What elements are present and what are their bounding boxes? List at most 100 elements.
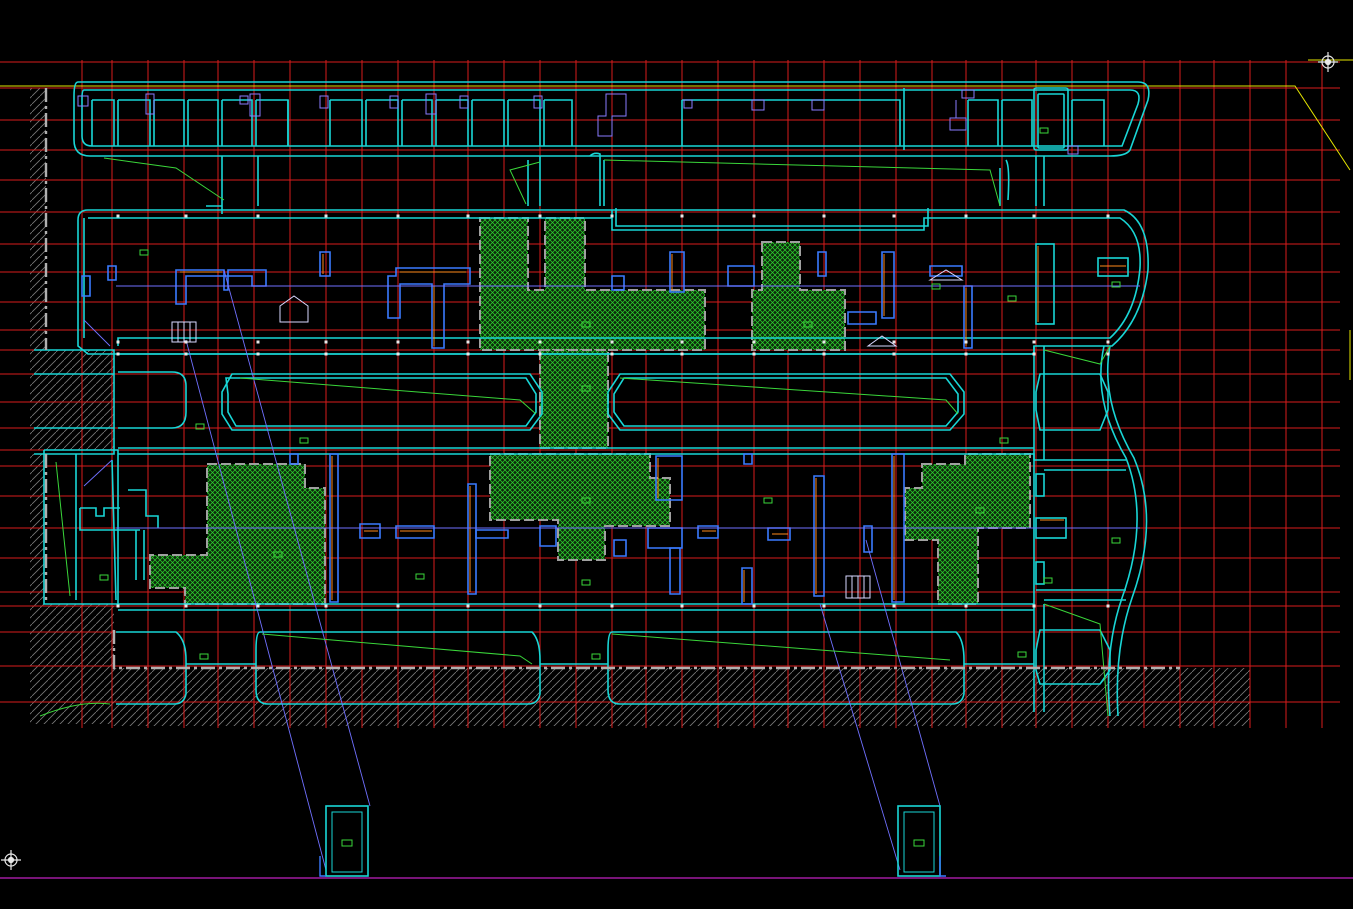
room-tag xyxy=(1111,281,1121,288)
room-tag xyxy=(591,653,601,660)
grid-node xyxy=(964,604,968,608)
grid-node xyxy=(324,352,328,356)
site-boundary xyxy=(0,59,1353,879)
grid-node xyxy=(964,352,968,356)
grid-node xyxy=(396,340,400,344)
room-tag xyxy=(1043,577,1053,584)
grid-node xyxy=(184,340,188,344)
grid-node xyxy=(538,214,542,218)
room-tag xyxy=(273,551,283,558)
room-tag xyxy=(763,497,773,504)
property-line xyxy=(44,88,1180,670)
room-tag xyxy=(1007,295,1017,302)
grid-node xyxy=(964,214,968,218)
room-tag xyxy=(581,497,591,504)
pavilion-left[interactable] xyxy=(319,805,369,877)
grid-node xyxy=(466,352,470,356)
room-tag xyxy=(1017,651,1027,658)
grid-node xyxy=(752,604,756,608)
grid-node xyxy=(680,352,684,356)
room-tag xyxy=(803,321,813,328)
grid-node xyxy=(1032,352,1036,356)
grid-node xyxy=(610,214,614,218)
room-tag xyxy=(1111,537,1121,544)
grid-node xyxy=(256,214,260,218)
grid-node xyxy=(822,604,826,608)
grid-node xyxy=(256,340,260,344)
room-tag xyxy=(975,507,985,514)
grid-node xyxy=(184,604,188,608)
grid-node xyxy=(1032,214,1036,218)
grid-node xyxy=(1106,214,1110,218)
grid-node xyxy=(752,340,756,344)
grid-node xyxy=(964,340,968,344)
pavilion-right[interactable] xyxy=(897,805,946,877)
room-tag xyxy=(999,437,1009,444)
grid-node xyxy=(1106,352,1110,356)
grid-node xyxy=(538,352,542,356)
grid-node xyxy=(396,214,400,218)
grid-node xyxy=(116,352,120,356)
grid-node xyxy=(466,604,470,608)
grid-node xyxy=(1032,340,1036,344)
grid-node xyxy=(396,352,400,356)
hatched-zones xyxy=(149,217,1031,605)
grid-node xyxy=(822,214,826,218)
guide-lines xyxy=(83,269,1140,871)
room-tag xyxy=(581,579,591,586)
room-tag xyxy=(581,385,591,392)
room-tag xyxy=(195,423,205,430)
grid-node xyxy=(610,340,614,344)
grid-node xyxy=(610,352,614,356)
grid-node xyxy=(466,214,470,218)
room-tag xyxy=(1039,127,1049,134)
grid-node xyxy=(1106,340,1110,344)
grid-node xyxy=(1106,604,1110,608)
grid-node xyxy=(184,352,188,356)
grid-node xyxy=(538,340,542,344)
room-tags xyxy=(99,127,1121,660)
ground-hatch xyxy=(30,88,1250,726)
grid-node xyxy=(324,604,328,608)
grid-node xyxy=(680,340,684,344)
grid-node xyxy=(892,352,896,356)
grid-node xyxy=(116,604,120,608)
grid-node xyxy=(680,214,684,218)
grid-node xyxy=(892,214,896,218)
grid-node xyxy=(466,340,470,344)
grid-node xyxy=(822,352,826,356)
top-bar-details xyxy=(77,89,1079,155)
grid-node xyxy=(680,604,684,608)
grid-node xyxy=(752,214,756,218)
room-tag xyxy=(99,574,109,581)
grid-node xyxy=(752,352,756,356)
grid-node xyxy=(184,214,188,218)
grid-node xyxy=(822,340,826,344)
grid-node xyxy=(324,214,328,218)
grid-node xyxy=(396,604,400,608)
structural-grid xyxy=(0,60,1340,728)
target-crosshair-icon[interactable] xyxy=(1318,52,1338,72)
grid-node xyxy=(538,604,542,608)
room-tag xyxy=(299,437,309,444)
grid-node xyxy=(256,352,260,356)
grid-node xyxy=(324,340,328,344)
room-tag xyxy=(139,249,149,256)
grid-node xyxy=(1032,604,1036,608)
grid-node xyxy=(256,604,260,608)
grid-node xyxy=(892,604,896,608)
grid-node xyxy=(610,604,614,608)
room-tag xyxy=(581,321,591,328)
grid-node xyxy=(892,340,896,344)
walls xyxy=(34,81,1150,717)
room-tag xyxy=(199,653,209,660)
target-crosshair-icon[interactable] xyxy=(1,850,21,870)
room-tag xyxy=(931,283,941,290)
room-tag xyxy=(415,573,425,580)
grid-nodes xyxy=(116,214,1110,608)
annotation-lines xyxy=(39,157,1111,717)
grid-node xyxy=(116,214,120,218)
grid-node xyxy=(116,340,120,344)
